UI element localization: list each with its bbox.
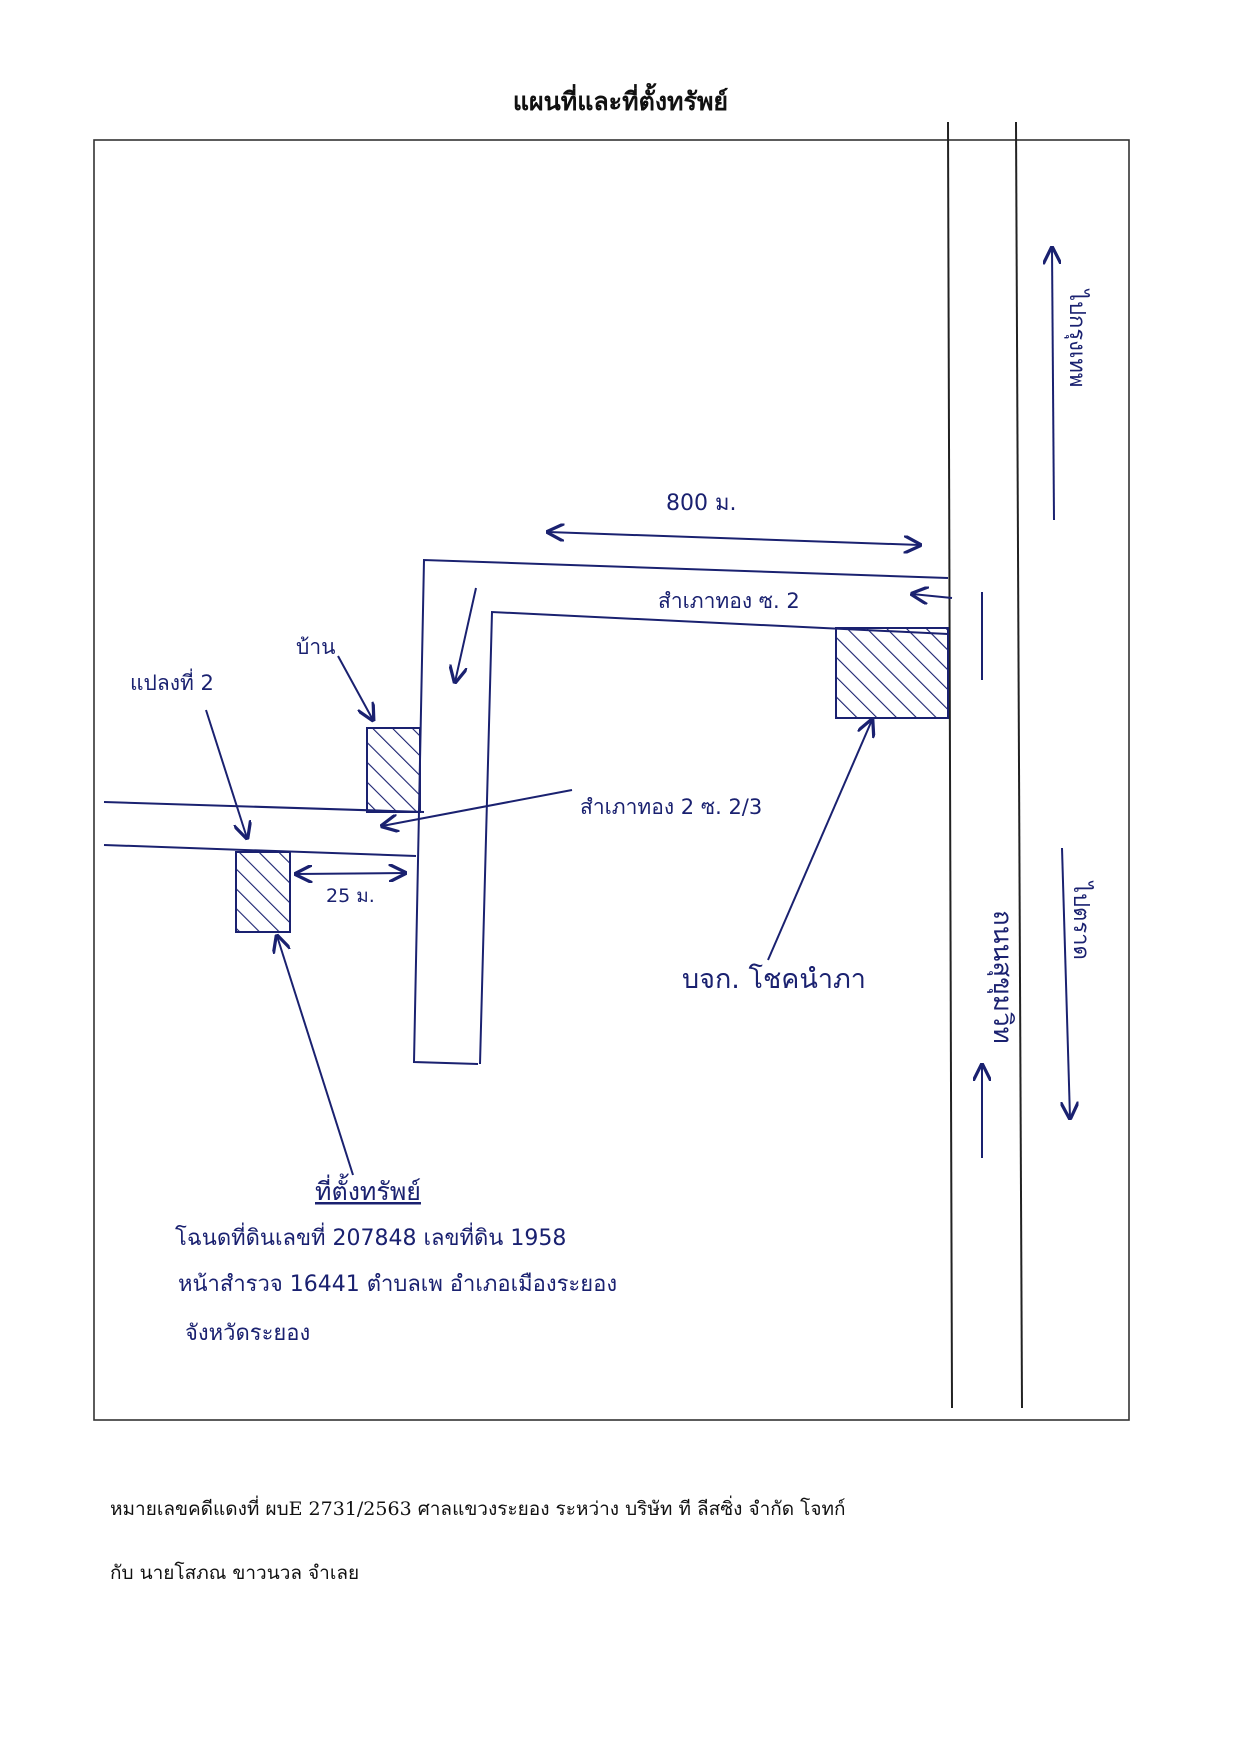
case-number-line: หมายเลขคดีแดงที่ ผบE 2731/2563 ศาลแขวงระ… bbox=[110, 1498, 846, 1520]
arrow-down-soi bbox=[455, 587, 477, 682]
label-plot-2: แปลงที่ 2 bbox=[130, 668, 214, 695]
arrow-north bbox=[1052, 248, 1054, 521]
label-to-bangkok: ไปกรุงเทพ bbox=[1064, 288, 1090, 387]
label-soi-2-3: สำเภาทอง 2 ซ. 2/3 bbox=[580, 795, 762, 819]
arrow-into-soi bbox=[912, 594, 953, 598]
soi-2-3-road-bottom bbox=[103, 844, 417, 857]
label-800m: 800 ม. bbox=[666, 491, 736, 516]
location-line-3: จังหวัดระยอง bbox=[185, 1321, 310, 1346]
map-frame bbox=[93, 139, 1130, 1421]
map-title: แผนที่และที่ตั้งทรัพย์ bbox=[512, 87, 729, 116]
location-line-1: โฉนดที่ดินเลขที่ 207848 เลขที่ดิน 1958 bbox=[175, 1222, 566, 1251]
label-soi-2: สำเภาทอง ซ. 2 bbox=[658, 589, 800, 613]
soi-2-road-inner bbox=[479, 610, 949, 1065]
leader-plot-2 bbox=[205, 709, 247, 838]
location-heading: ที่ตั้งทรัพย์ bbox=[315, 1173, 421, 1206]
dimension-800 bbox=[548, 532, 920, 545]
property-parcel bbox=[235, 851, 291, 933]
label-company: บจก. โชคนำภา bbox=[682, 964, 866, 995]
label-25m: 25 ม. bbox=[326, 885, 375, 907]
leader-company bbox=[767, 720, 872, 961]
label-to-trat: ไปตราด bbox=[1068, 880, 1094, 960]
leader-house bbox=[337, 655, 373, 720]
highway-edge-left bbox=[947, 121, 953, 1409]
leader-location bbox=[277, 936, 354, 1176]
company-building bbox=[835, 627, 949, 719]
label-house: บ้าน bbox=[296, 635, 335, 659]
house-building bbox=[366, 727, 421, 813]
arrow-soi-2-3 bbox=[382, 789, 573, 826]
highway-edge-right bbox=[1015, 121, 1023, 1409]
label-road-name: ถนนสุขุมวิท bbox=[987, 910, 1017, 1044]
defendant-line: กับ นายโสภณ ขาวนวล จำเลย bbox=[110, 1562, 360, 1584]
location-line-2: หน้าสำรวจ 16441 ตำบลเพ อำเภอเมืองระยอง bbox=[178, 1272, 617, 1297]
arrow-south bbox=[1062, 847, 1070, 1118]
dimension-25 bbox=[296, 873, 405, 874]
